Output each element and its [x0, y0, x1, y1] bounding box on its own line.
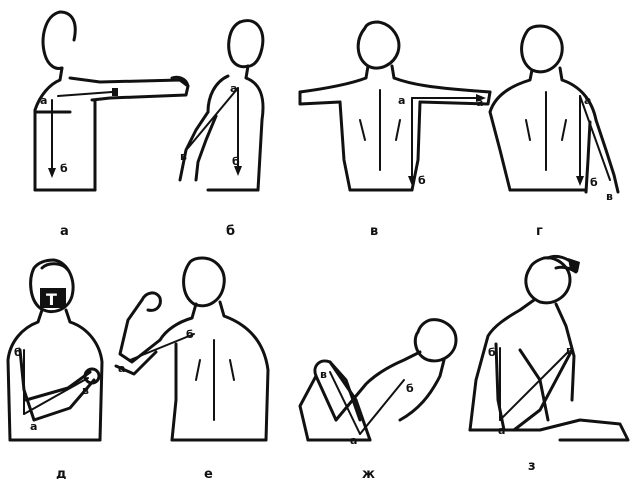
panel-b-caption: б	[226, 224, 235, 239]
panel-a: а б а	[35, 12, 188, 239]
panel-b: а б в б	[180, 21, 263, 239]
panel-e-chest-mark: T	[46, 290, 57, 309]
panel-d: а б в г	[490, 26, 618, 239]
panel-e-point-3: в	[82, 384, 89, 397]
panel-f: б а е	[116, 258, 268, 479]
panel-f-point-2: а	[118, 362, 125, 375]
panel-g-point-2: б	[406, 382, 414, 395]
panel-d-point-1: а	[584, 94, 591, 107]
panel-d-caption: г	[536, 224, 543, 239]
panel-e-point-1: б	[14, 346, 22, 359]
panel-h: б в а з	[470, 256, 628, 474]
panel-f-caption: е	[204, 467, 213, 479]
panel-a-caption: а	[60, 224, 69, 239]
panel-h-point-3: а	[498, 424, 505, 437]
panel-f-point-1: б	[186, 328, 194, 341]
panel-e-point-2: а	[30, 420, 37, 433]
panel-g: в б а ж	[300, 320, 456, 479]
panel-c-point-2: а	[476, 96, 483, 109]
panel-e-caption: д	[56, 467, 67, 479]
panel-g-caption: ж	[362, 467, 375, 479]
panel-a-point-2: б	[60, 162, 68, 175]
panel-c: а а б в	[300, 22, 490, 239]
panel-e: T б а в д	[8, 260, 102, 479]
panel-c-point-3: б	[418, 174, 426, 187]
panel-d-point-3: в	[606, 190, 613, 203]
panel-h-point-2: в	[566, 344, 573, 357]
panel-c-point-1: а	[398, 94, 405, 107]
panel-b-point-3: в	[180, 150, 187, 163]
panel-g-point-1: в	[320, 368, 327, 381]
panel-b-point-2: б	[232, 155, 240, 168]
panel-a-point-1: а	[40, 94, 47, 107]
panel-h-caption: з	[528, 459, 536, 474]
panel-h-point-1: б	[488, 346, 496, 359]
panel-c-caption: в	[370, 224, 378, 239]
panel-b-point-1: а	[230, 82, 237, 95]
panel-d-point-2: б	[590, 176, 598, 189]
panel-g-point-3: а	[350, 434, 357, 447]
